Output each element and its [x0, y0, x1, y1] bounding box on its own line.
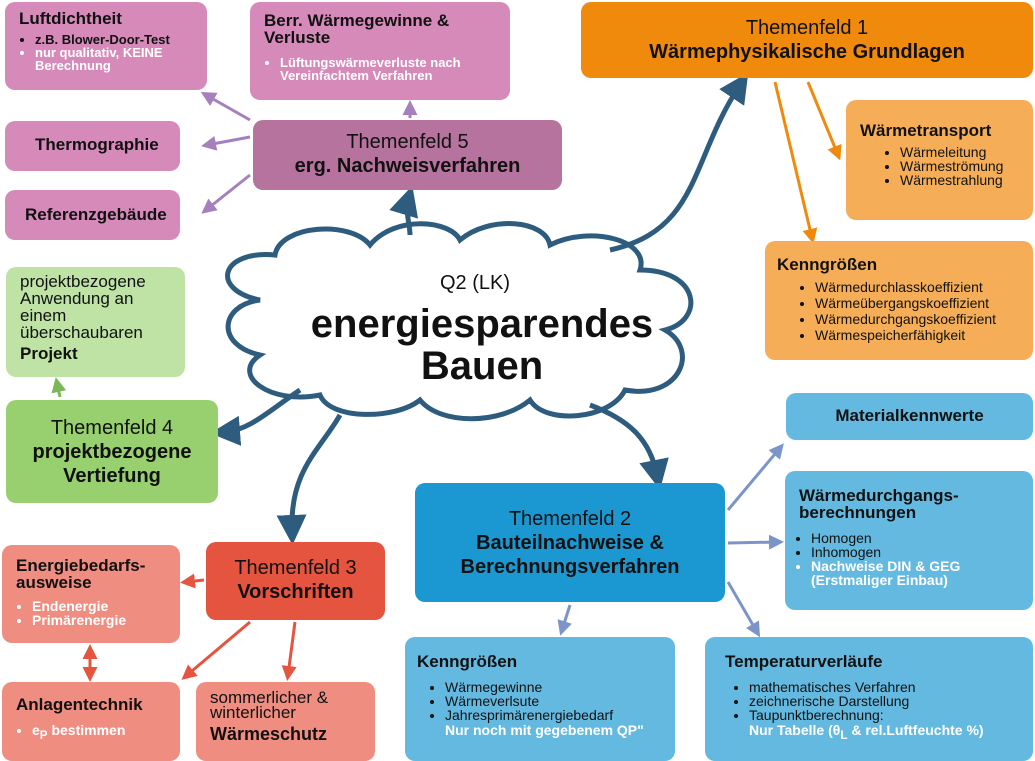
- kenngroessen-item: Wärmedurchlasskoeffizient: [815, 279, 1021, 295]
- themenfeld-2-node: Themenfeld 2 Bauteilnachweise & Berechnu…: [415, 483, 725, 602]
- kenngroessen-item: Wärmegewinne: [445, 680, 663, 694]
- anlagentechnik-title: Anlagentechnik: [16, 695, 143, 714]
- center-title-line1: energiesparendes: [310, 302, 654, 346]
- themenfeld-3-label: Themenfeld 3: [234, 557, 357, 579]
- themenfeld-2-title: Berechnungsverfahren: [460, 556, 680, 578]
- waermetransport-item: Wärmeströmung: [900, 159, 1019, 173]
- kenngroessen-item: Wärmeübergangskoeffizient: [815, 295, 1021, 311]
- thermographie-label: Thermographie: [35, 135, 159, 154]
- waermetransport-item: Wärmeleitung: [900, 145, 1019, 159]
- center-title-line2: Bauen: [420, 344, 544, 388]
- berr-title: Berr. Wärmegewinne & Verluste: [264, 11, 450, 47]
- waermeschutz-node: sommerlicher & winterlicher Wärmeschutz: [196, 682, 375, 761]
- projekt-title: Projekt: [20, 344, 78, 363]
- kenngroessen-2-title: Kenngrößen: [417, 652, 518, 671]
- berr-node: Berr. Wärmegewinne & Verluste Lüftungswä…: [250, 2, 510, 100]
- projekt-text: Anwendung an: [20, 289, 134, 308]
- projekt-text: überschaubaren: [20, 323, 143, 342]
- projekt-text: einem: [20, 306, 67, 325]
- luftdichtheit-node: Luftdichtheit z.B. Blower-Door-Testnur q…: [5, 2, 207, 90]
- themenfeld-4-node: Themenfeld 4 projektbezogene Vertiefung: [6, 400, 218, 503]
- energieausweis-item: Primärenergie: [32, 613, 166, 627]
- kenngroessen-item: Wärmedurchgangskoeffizient: [815, 311, 1021, 327]
- center-subtitle: Q2 (LK): [439, 272, 511, 294]
- themenfeld-2-label: Themenfeld 2: [508, 508, 632, 530]
- materialkennwerte-label: Materialkennwerte: [835, 406, 984, 425]
- energieausweis-title: Energiebedarfs-: [16, 556, 146, 575]
- kenngroessen-item: Wärmespeicherfähigkeit: [815, 327, 1021, 343]
- waermetransport-title: Wärmetransport: [860, 121, 992, 140]
- waermetransport-item: Wärmestrahlung: [900, 173, 1019, 187]
- anlagentechnik-node: Anlagentechnik eP bestimmen: [2, 682, 180, 761]
- energieausweis-item: Endenergie: [32, 599, 166, 613]
- kenngroessen-item: Jahresprimärenergiebedarf: [445, 708, 663, 722]
- themenfeld-1-title: Wärmephysikalische Grundlagen: [649, 41, 965, 63]
- energieausweis-node: Energiebedarfs- ausweise EndenergiePrimä…: [2, 545, 180, 643]
- themenfeld-2-title: Bauteilnachweise &: [476, 532, 664, 554]
- luftdichtheit-title: Luftdichtheit: [19, 9, 122, 28]
- anlagentechnik-item: eP bestimmen: [32, 723, 166, 743]
- temperatur-title: Temperaturverläufe: [725, 652, 883, 671]
- kenngroessen-1-node: Kenngrößen WärmedurchlasskoeffizientWärm…: [765, 241, 1033, 360]
- temperatur-item: Taupunktberechnung:: [749, 708, 1013, 722]
- waermedurchgang-item: Inhomogen: [811, 545, 1019, 559]
- kenngroessen-highlight: Nur noch mit gegebenem QP": [445, 722, 644, 738]
- projekt-text: projektbezogene: [20, 272, 146, 291]
- kenngroessen-2-node: Kenngrößen WärmegewinneWärmeverlsuteJahr…: [405, 637, 675, 761]
- themenfeld-4-title: Vertiefung: [63, 465, 161, 487]
- kenngroessen-item: Wärmeverlsute: [445, 694, 663, 708]
- themenfeld-5-label: Themenfeld 5: [346, 131, 469, 153]
- themenfeld-1-node: Themenfeld 1 Wärmephysikalische Grundlag…: [581, 2, 1033, 78]
- waermedurchgang-highlight: Nachweise DIN & GEG: [811, 558, 961, 574]
- waermetransport-node: Wärmetransport WärmeleitungWärmeströmung…: [846, 100, 1033, 220]
- themenfeld-3-node: Themenfeld 3 Vorschriften: [206, 542, 385, 620]
- temperatur-node: Temperaturverläufe mathematisches Verfah…: [705, 637, 1033, 761]
- temperatur-highlight: Nur Tabelle (θL & rel.Luftfeuchte %): [749, 722, 984, 742]
- referenz-node: Referenzgebäude: [5, 190, 180, 240]
- themenfeld-5-node: Themenfeld 5 erg. Nachweisverfahren: [253, 120, 562, 190]
- thermographie-node: Thermographie: [5, 121, 180, 171]
- themenfeld-5-title: erg. Nachweisverfahren: [294, 155, 521, 177]
- themenfeld-4-label: Themenfeld 4: [50, 417, 174, 439]
- energieausweis-title: ausweise: [16, 573, 92, 592]
- referenz-label: Referenzgebäude: [25, 205, 167, 224]
- waermedurchgang-item: Homogen: [811, 531, 1019, 545]
- materialkennwerte-node: Materialkennwerte: [786, 393, 1033, 440]
- temperatur-item: mathematisches Verfahren: [749, 680, 1013, 694]
- waermedurchgang-title: Wärmedurchgangs-: [799, 486, 959, 505]
- waermeschutz-title: Wärmeschutz: [210, 724, 328, 744]
- themenfeld-1-label: Themenfeld 1: [745, 17, 869, 39]
- luftdichtheit-item: nur qualitativ, KEINE Berechnung: [35, 46, 193, 72]
- kenngroessen-1-title: Kenngrößen: [777, 255, 878, 274]
- luftdichtheit-item: z.B. Blower-Door-Test: [35, 33, 193, 46]
- waermeschutz-text: winterlicher: [210, 703, 296, 722]
- cloud-shape: [225, 221, 694, 422]
- temperatur-item: zeichnerische Darstellung: [749, 694, 1013, 708]
- waermeschutz-text: sommerlicher &: [210, 688, 329, 707]
- berr-item: Lüftungswärmeverluste nach Vereinfachtem…: [280, 56, 496, 82]
- waermedurchgang-title: berechnungen: [799, 503, 917, 522]
- themenfeld-3-title: Vorschriften: [237, 581, 354, 603]
- waermedurchgang-highlight: (Erstmaliger Einbau): [811, 572, 948, 588]
- themenfeld-4-title: projektbezogene: [32, 441, 192, 463]
- waermedurchgang-node: Wärmedurchgangs- berechnungen HomogenInh…: [785, 471, 1033, 610]
